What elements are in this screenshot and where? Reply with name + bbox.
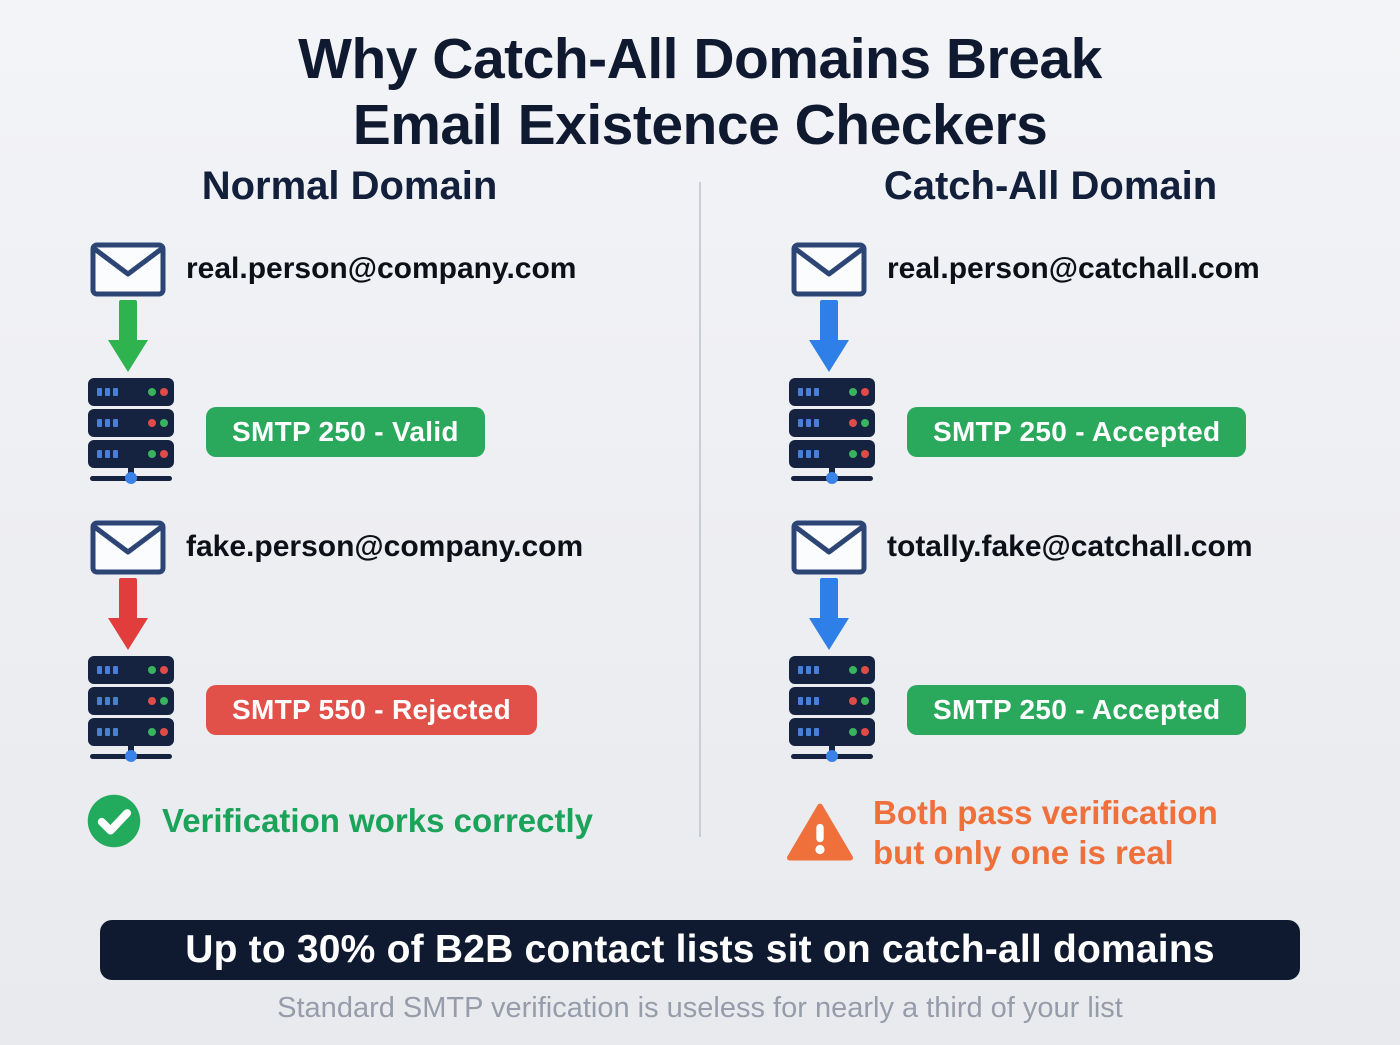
server-rack-icon: [787, 378, 877, 486]
email-address: fake.person@company.com: [186, 530, 584, 564]
result-row: Verification works correctly: [86, 793, 699, 849]
server-rack-icon: [787, 656, 877, 764]
server-row: SMTP 250 - Valid: [86, 377, 699, 487]
stat-banner: Up to 30% of B2B contact lists sit on ca…: [100, 920, 1300, 980]
email-row: real.person@company.com: [90, 241, 699, 297]
result-text: Both pass verification but only one is r…: [873, 793, 1218, 872]
envelope-icon: [90, 520, 166, 575]
catch-all-domain-column: Catch-All Domain real.person@catchall.co…: [701, 164, 1400, 872]
server-row: SMTP 550 - Rejected: [86, 655, 699, 765]
email-address: real.person@company.com: [186, 252, 577, 286]
email-row: fake.person@company.com: [90, 519, 699, 575]
title-line-2: Email Existence Checkers: [352, 93, 1048, 158]
server-row: SMTP 250 - Accepted: [787, 655, 1400, 765]
down-arrow-icon: [106, 300, 150, 374]
comparison-columns: Normal Domain real.person@company.com: [0, 164, 1400, 872]
down-arrow-icon: [807, 578, 851, 652]
smtp-badge: SMTP 250 - Valid: [206, 407, 485, 458]
footer-note: Standard SMTP verification is useless fo…: [277, 992, 1123, 1024]
result-line-1: Both pass verification: [873, 794, 1218, 832]
envelope-icon: [791, 242, 867, 297]
column-header-catchall: Catch-All Domain: [883, 164, 1218, 209]
server-rack-icon: [86, 378, 176, 486]
smtp-badge: SMTP 250 - Accepted: [907, 685, 1247, 736]
email-row: totally.fake@catchall.com: [791, 519, 1400, 575]
email-address: totally.fake@catchall.com: [887, 530, 1253, 564]
smtp-badge: SMTP 250 - Accepted: [907, 407, 1247, 458]
down-arrow-icon: [106, 578, 150, 652]
column-divider: [699, 182, 701, 838]
result-line-2: but only one is real: [873, 833, 1174, 871]
page-title: Why Catch-All Domains Break Email Existe…: [0, 0, 1400, 158]
email-row: real.person@catchall.com: [791, 241, 1400, 297]
envelope-icon: [90, 242, 166, 297]
result-text: Verification works correctly: [162, 802, 594, 840]
title-line-1: Why Catch-All Domains Break: [298, 27, 1102, 91]
warning-triangle-icon: [787, 803, 853, 863]
envelope-icon: [791, 520, 867, 575]
result-row: Both pass verification but only one is r…: [787, 793, 1400, 872]
email-address: real.person@catchall.com: [887, 252, 1260, 286]
check-circle-icon: [86, 793, 142, 849]
normal-domain-column: Normal Domain real.person@company.com: [0, 164, 699, 872]
smtp-badge: SMTP 550 - Rejected: [206, 685, 538, 736]
server-row: SMTP 250 - Accepted: [787, 377, 1400, 487]
server-rack-icon: [86, 656, 176, 764]
down-arrow-icon: [807, 300, 851, 374]
column-header-normal: Normal Domain: [201, 164, 498, 209]
